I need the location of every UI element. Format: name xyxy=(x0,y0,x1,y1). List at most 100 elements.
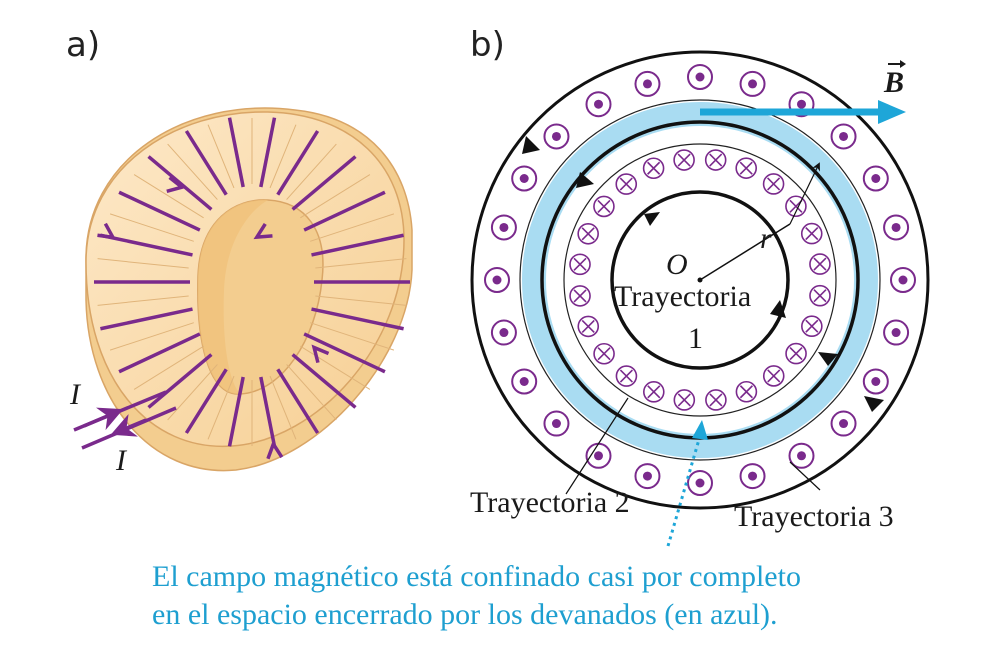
path-1-arrow-bottom xyxy=(770,300,786,318)
path-2-arrow-right xyxy=(818,352,838,366)
panel-a-label: a) xyxy=(66,25,100,65)
winding-turn xyxy=(311,307,404,331)
current-out-symbol xyxy=(543,123,570,150)
winding-arrow xyxy=(166,176,186,193)
winding-turn xyxy=(276,368,320,434)
current-in-symbol xyxy=(593,342,615,365)
caption-pointer xyxy=(666,435,702,547)
path-1-arrow-top xyxy=(644,212,660,226)
current-in-symbol xyxy=(785,195,807,218)
current-in-symbol xyxy=(615,365,638,387)
current-out-symbol xyxy=(883,214,910,241)
toroid-drawing xyxy=(73,107,413,472)
toroid-windings xyxy=(94,117,410,460)
current-in-symbol xyxy=(569,253,591,276)
current-in-symbol xyxy=(569,285,591,307)
core-segment-edge xyxy=(310,322,395,351)
current-in-symbol xyxy=(673,389,696,411)
core-segment-edge xyxy=(315,258,407,269)
path-3-circle xyxy=(470,50,930,510)
current-label-out: I xyxy=(115,444,128,477)
path-3-label: Trayectoria 3 xyxy=(734,500,894,533)
current-out-symbol xyxy=(490,214,517,241)
current-in-symbol xyxy=(705,389,727,411)
winding-arrow xyxy=(266,440,284,460)
current-in-symbol xyxy=(762,365,785,387)
caption-line-1: El campo magnético está confinado casi p… xyxy=(152,560,801,593)
toroid-hole-wall xyxy=(197,199,268,395)
current-in-symbol xyxy=(809,284,831,307)
core-segment-edge xyxy=(97,295,189,306)
winding-turn xyxy=(303,190,386,232)
current-in-symbol xyxy=(577,222,599,245)
path-3-arrow-left xyxy=(522,136,540,154)
path-1-label-line1: Trayectoria xyxy=(614,280,751,313)
winding-turn xyxy=(100,233,193,257)
path-2-arrow-left xyxy=(576,172,594,188)
core-segment-edge xyxy=(300,174,371,219)
winding-turn xyxy=(259,376,277,447)
core-segment-edge xyxy=(109,213,194,242)
current-in-symbol xyxy=(593,195,615,218)
path-1-label-line2: 1 xyxy=(688,322,703,355)
field-label: B xyxy=(883,66,904,99)
current-in-symbol xyxy=(785,342,807,365)
current-in-symbol xyxy=(735,157,758,179)
core-segment-edge xyxy=(269,124,297,189)
winding-turn xyxy=(118,190,201,232)
current-out-symbol xyxy=(862,368,889,395)
current-out-symbol xyxy=(862,165,889,192)
current-in-symbol xyxy=(577,315,600,338)
current-out-symbol xyxy=(511,165,538,192)
core-segment-edge xyxy=(167,143,218,200)
radius-label: r xyxy=(760,222,772,255)
winding-turn xyxy=(184,368,228,434)
center-label: O xyxy=(666,248,688,281)
current-in-symbol xyxy=(615,173,638,195)
current-in-symbol xyxy=(809,253,831,275)
caption-line-2: en el espacio encerrado por los devanado… xyxy=(152,598,778,631)
winding-turn xyxy=(118,332,201,374)
core-segment-edge xyxy=(167,364,218,421)
current-label-in: I xyxy=(69,378,82,411)
core-segment-edge xyxy=(97,258,189,269)
core-segment-edge xyxy=(286,143,337,200)
current-out-symbol xyxy=(788,442,815,469)
path-2-leader xyxy=(565,397,629,495)
core-segment-edge xyxy=(300,345,371,390)
radius-line xyxy=(699,223,791,281)
panel-b-label: b) xyxy=(470,25,505,65)
current-in-symbol xyxy=(704,149,727,171)
current-out-symbol xyxy=(890,267,916,293)
winding-turn xyxy=(100,307,193,331)
winding-arrow xyxy=(253,222,273,240)
field-vector-head xyxy=(878,100,906,124)
cross-section xyxy=(470,50,930,547)
winding-arrow xyxy=(97,222,117,240)
radius-extension xyxy=(789,162,820,225)
field-vector-overbar-head xyxy=(900,60,906,68)
current-out-symbol xyxy=(739,463,766,490)
current-out-symbol xyxy=(830,410,857,437)
core-segment-edge xyxy=(207,124,235,189)
core-segment-edge xyxy=(315,295,407,306)
current-in-symbol xyxy=(801,315,823,338)
winding-arrow xyxy=(311,344,330,364)
winding-turn xyxy=(291,155,357,211)
current-out-symbol xyxy=(687,470,713,496)
current-out-symbol xyxy=(585,91,612,118)
core-segment-edge xyxy=(109,322,194,351)
core-segment-edge xyxy=(207,375,235,440)
current-in-symbol xyxy=(642,157,665,180)
winding-turn xyxy=(227,117,245,188)
path-3-leader xyxy=(789,461,821,491)
lead-arrow-in xyxy=(83,407,124,431)
core-segment-edge xyxy=(133,345,204,390)
current-out-symbol xyxy=(490,319,517,346)
winding-outer-boundary xyxy=(519,99,881,461)
current-out-symbol xyxy=(484,267,510,293)
current-in-symbol xyxy=(762,173,785,195)
core-segment-edge xyxy=(269,375,297,440)
lead-arrow-out xyxy=(110,413,147,437)
